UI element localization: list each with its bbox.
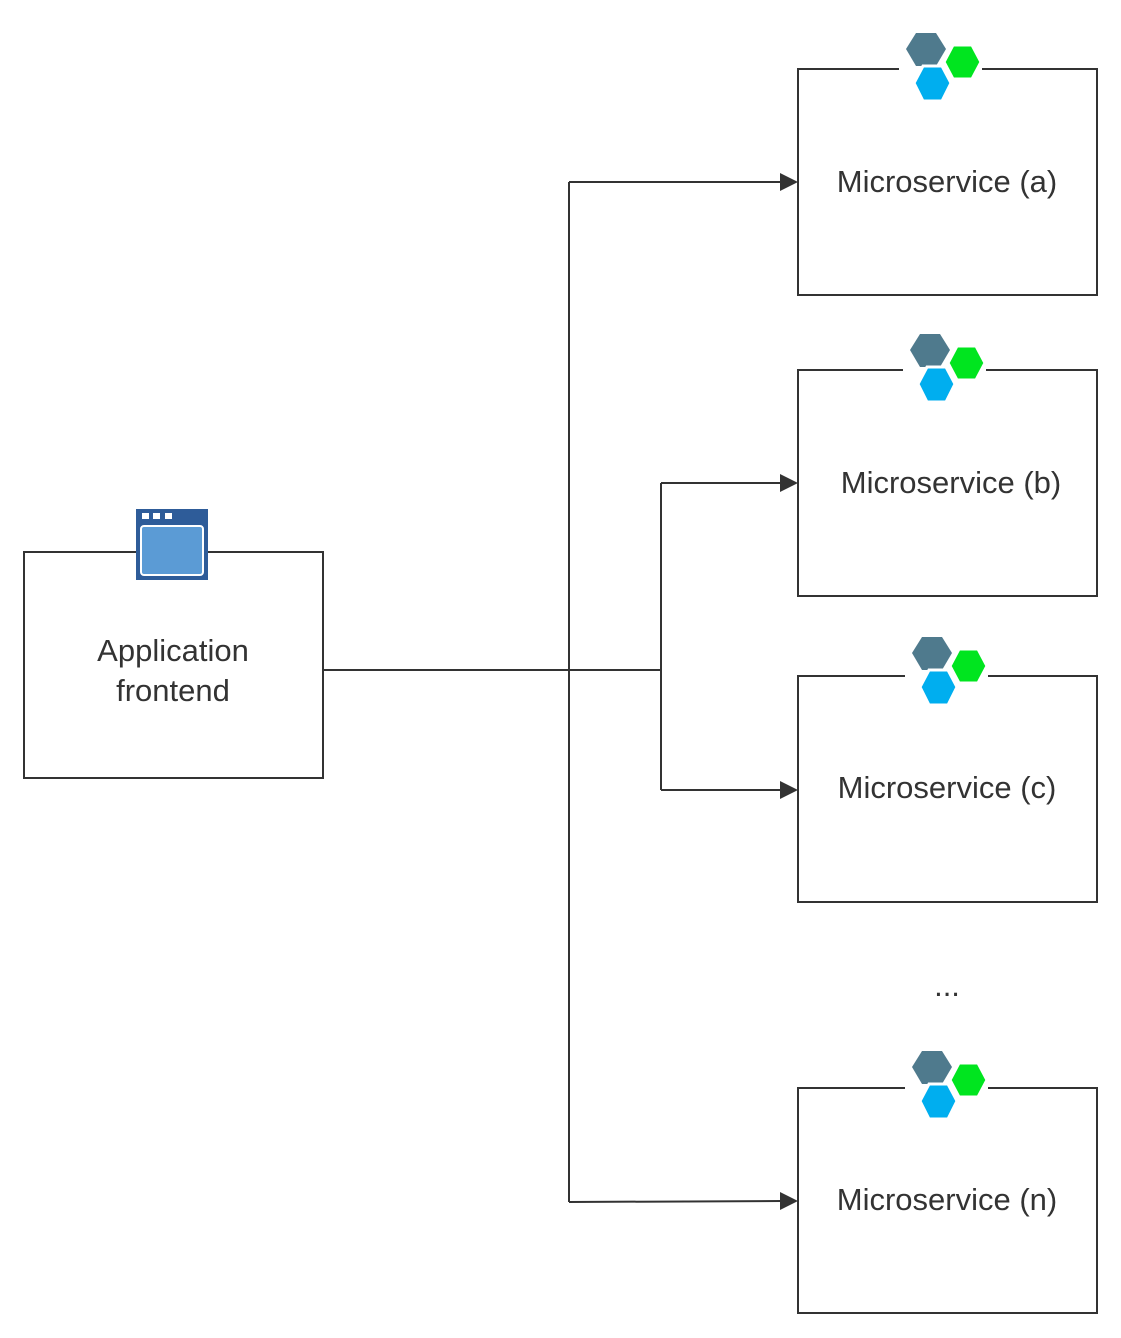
node-microservice-b: Microservice (b) bbox=[797, 334, 1098, 597]
microservice-n-label: Microservice (n) bbox=[837, 1182, 1057, 1217]
hexagon-cluster-icon bbox=[906, 33, 983, 103]
microservice-n-box bbox=[797, 1087, 1098, 1314]
arrowhead-microservice-b bbox=[780, 474, 798, 492]
ellipsis-more-services: ... bbox=[934, 968, 960, 1003]
node-microservice-c: Microservice (c) bbox=[797, 637, 1098, 903]
node-microservice-a: Microservice (a) bbox=[797, 33, 1098, 296]
node-application-frontend: Application frontend bbox=[23, 509, 324, 779]
microservice-b-label: Microservice (b) bbox=[841, 465, 1061, 500]
connectors bbox=[323, 173, 798, 1210]
microservice-a-label: Microservice (a) bbox=[837, 164, 1057, 199]
microservice-a-box bbox=[797, 68, 1098, 296]
node-microservice-n: Microservice (n) bbox=[797, 1051, 1098, 1314]
browser-window-icon bbox=[136, 509, 208, 580]
hexagon-cluster-icon bbox=[912, 637, 989, 707]
hexagon-cluster-icon bbox=[912, 1051, 989, 1121]
connector-to-microservice-n bbox=[568, 1200, 783, 1203]
frontend-label-line2: frontend bbox=[116, 673, 230, 708]
frontend-box bbox=[23, 551, 324, 779]
microservice-c-box bbox=[797, 675, 1098, 903]
frontend-label-line1: Application bbox=[97, 633, 249, 668]
microservice-c-label: Microservice (c) bbox=[838, 770, 1057, 805]
arrowhead-microservice-n bbox=[780, 1192, 798, 1210]
microservice-b-box bbox=[797, 369, 1098, 597]
arrowhead-microservice-a bbox=[780, 173, 798, 191]
arrowhead-microservice-c bbox=[780, 781, 798, 799]
hexagon-cluster-icon bbox=[910, 334, 987, 404]
